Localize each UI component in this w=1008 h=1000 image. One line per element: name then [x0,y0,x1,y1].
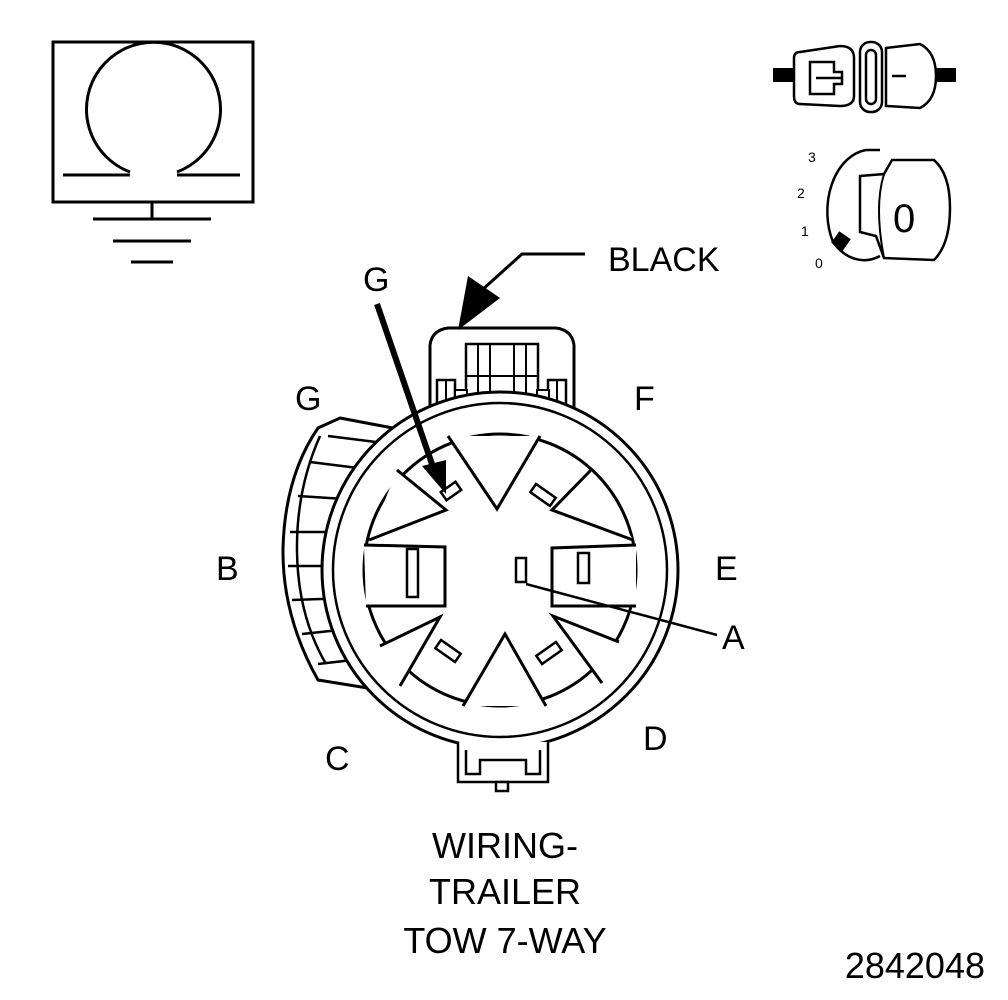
connector-keys [363,435,637,707]
pin-g-terminal-label: G [363,261,389,299]
ignition-switch-icon: 3 2 1 0 0 [797,148,952,271]
ignition-position-3: 3 [808,149,816,165]
title-line-1: WIRING- [432,825,578,866]
pin-f-label: F [634,380,655,418]
terminal-c [433,638,463,664]
trailer-connector-body [281,326,680,793]
connector-inner-ring [331,401,669,739]
pin-a-label: A [722,619,745,657]
ignition-position-1: 1 [801,223,809,239]
connector-bottom-tab [456,742,550,793]
pin-c-label: C [325,740,350,778]
a-terminal-leader-line [525,582,718,637]
terminal-b [405,547,420,599]
connector-terminals [405,480,591,666]
ignition-position-2: 2 [797,185,805,201]
pin-e-label: E [715,550,738,588]
title-line-3: TOW 7-WAY [403,920,606,961]
title-line-2: TRAILER [429,871,581,912]
ignition-position-0: 0 [815,255,823,271]
diagram-title: WIRING- TRAILER TOW 7-WAY [403,825,606,961]
pin-d-label: D [643,720,668,758]
terminal-a [514,556,528,584]
figure-number: 2842048 [845,945,985,986]
connector-latch [428,326,576,416]
connector-color-label: BLACK [608,241,720,279]
pin-g-label: G [295,380,321,418]
terminal-g [439,480,463,502]
ohmmeter-ground-icon [51,40,255,264]
g-terminal-leader-arrow [422,460,446,494]
pin-b-label: B [216,550,239,588]
terminal-e [576,551,591,585]
g-terminal-leader-line [374,303,437,471]
black-leader-line [480,252,585,292]
terminal-d [534,640,564,666]
black-leader-arrow [458,276,500,330]
callout-leaders [374,252,718,637]
terminal-f [528,482,558,508]
ignition-key-label: 0 [893,197,915,241]
connector-disconnect-icon [773,40,956,114]
